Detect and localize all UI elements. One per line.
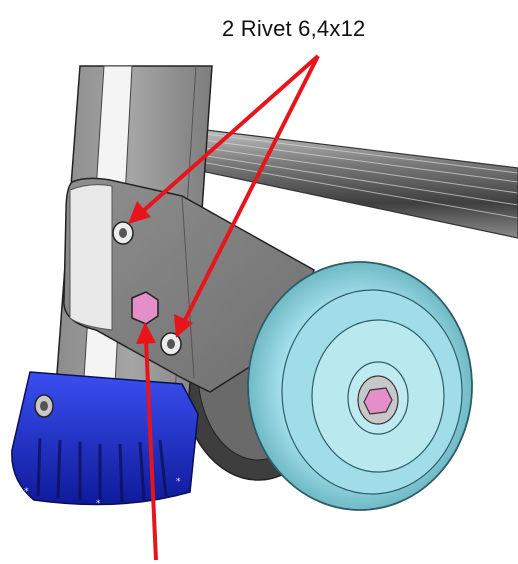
svg-text:*: * <box>24 487 29 497</box>
svg-text:*: * <box>96 499 101 509</box>
ladder-foot: * * * <box>11 371 199 509</box>
rivet-label: 2 Rivet 6,4x12 <box>222 16 366 41</box>
svg-text:*: * <box>176 477 181 487</box>
wheel-front <box>247 261 473 511</box>
rivet-upper <box>112 221 134 245</box>
callout-arrows <box>128 54 320 561</box>
rivet-lower <box>160 332 182 356</box>
hex-bolt <box>131 291 159 325</box>
